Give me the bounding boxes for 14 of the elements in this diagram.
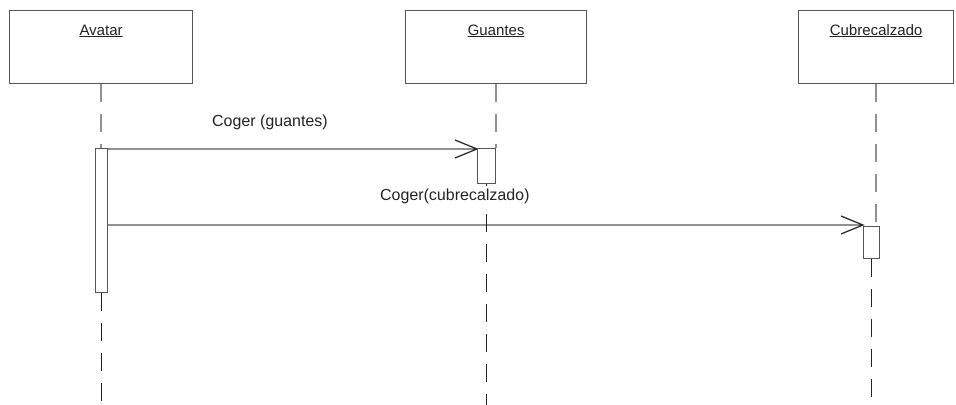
object-name: Avatar bbox=[79, 21, 123, 41]
object-name: Cubrecalzado bbox=[830, 21, 922, 41]
lifeline bbox=[100, 84, 102, 148]
lifeline-head-box bbox=[405, 10, 587, 84]
lifeline-head-box bbox=[798, 10, 954, 84]
lifeline-head-box bbox=[9, 10, 193, 84]
object-name: Guantes bbox=[468, 21, 524, 41]
message-arrow bbox=[108, 215, 864, 235]
activation-bar bbox=[863, 226, 880, 259]
message-arrow bbox=[108, 139, 478, 159]
message-label: Coger(cubrecalzado) bbox=[378, 186, 532, 206]
activation-bar bbox=[477, 148, 496, 184]
activation-bar bbox=[95, 148, 108, 293]
message-label: Coger (guantes) bbox=[210, 112, 330, 132]
